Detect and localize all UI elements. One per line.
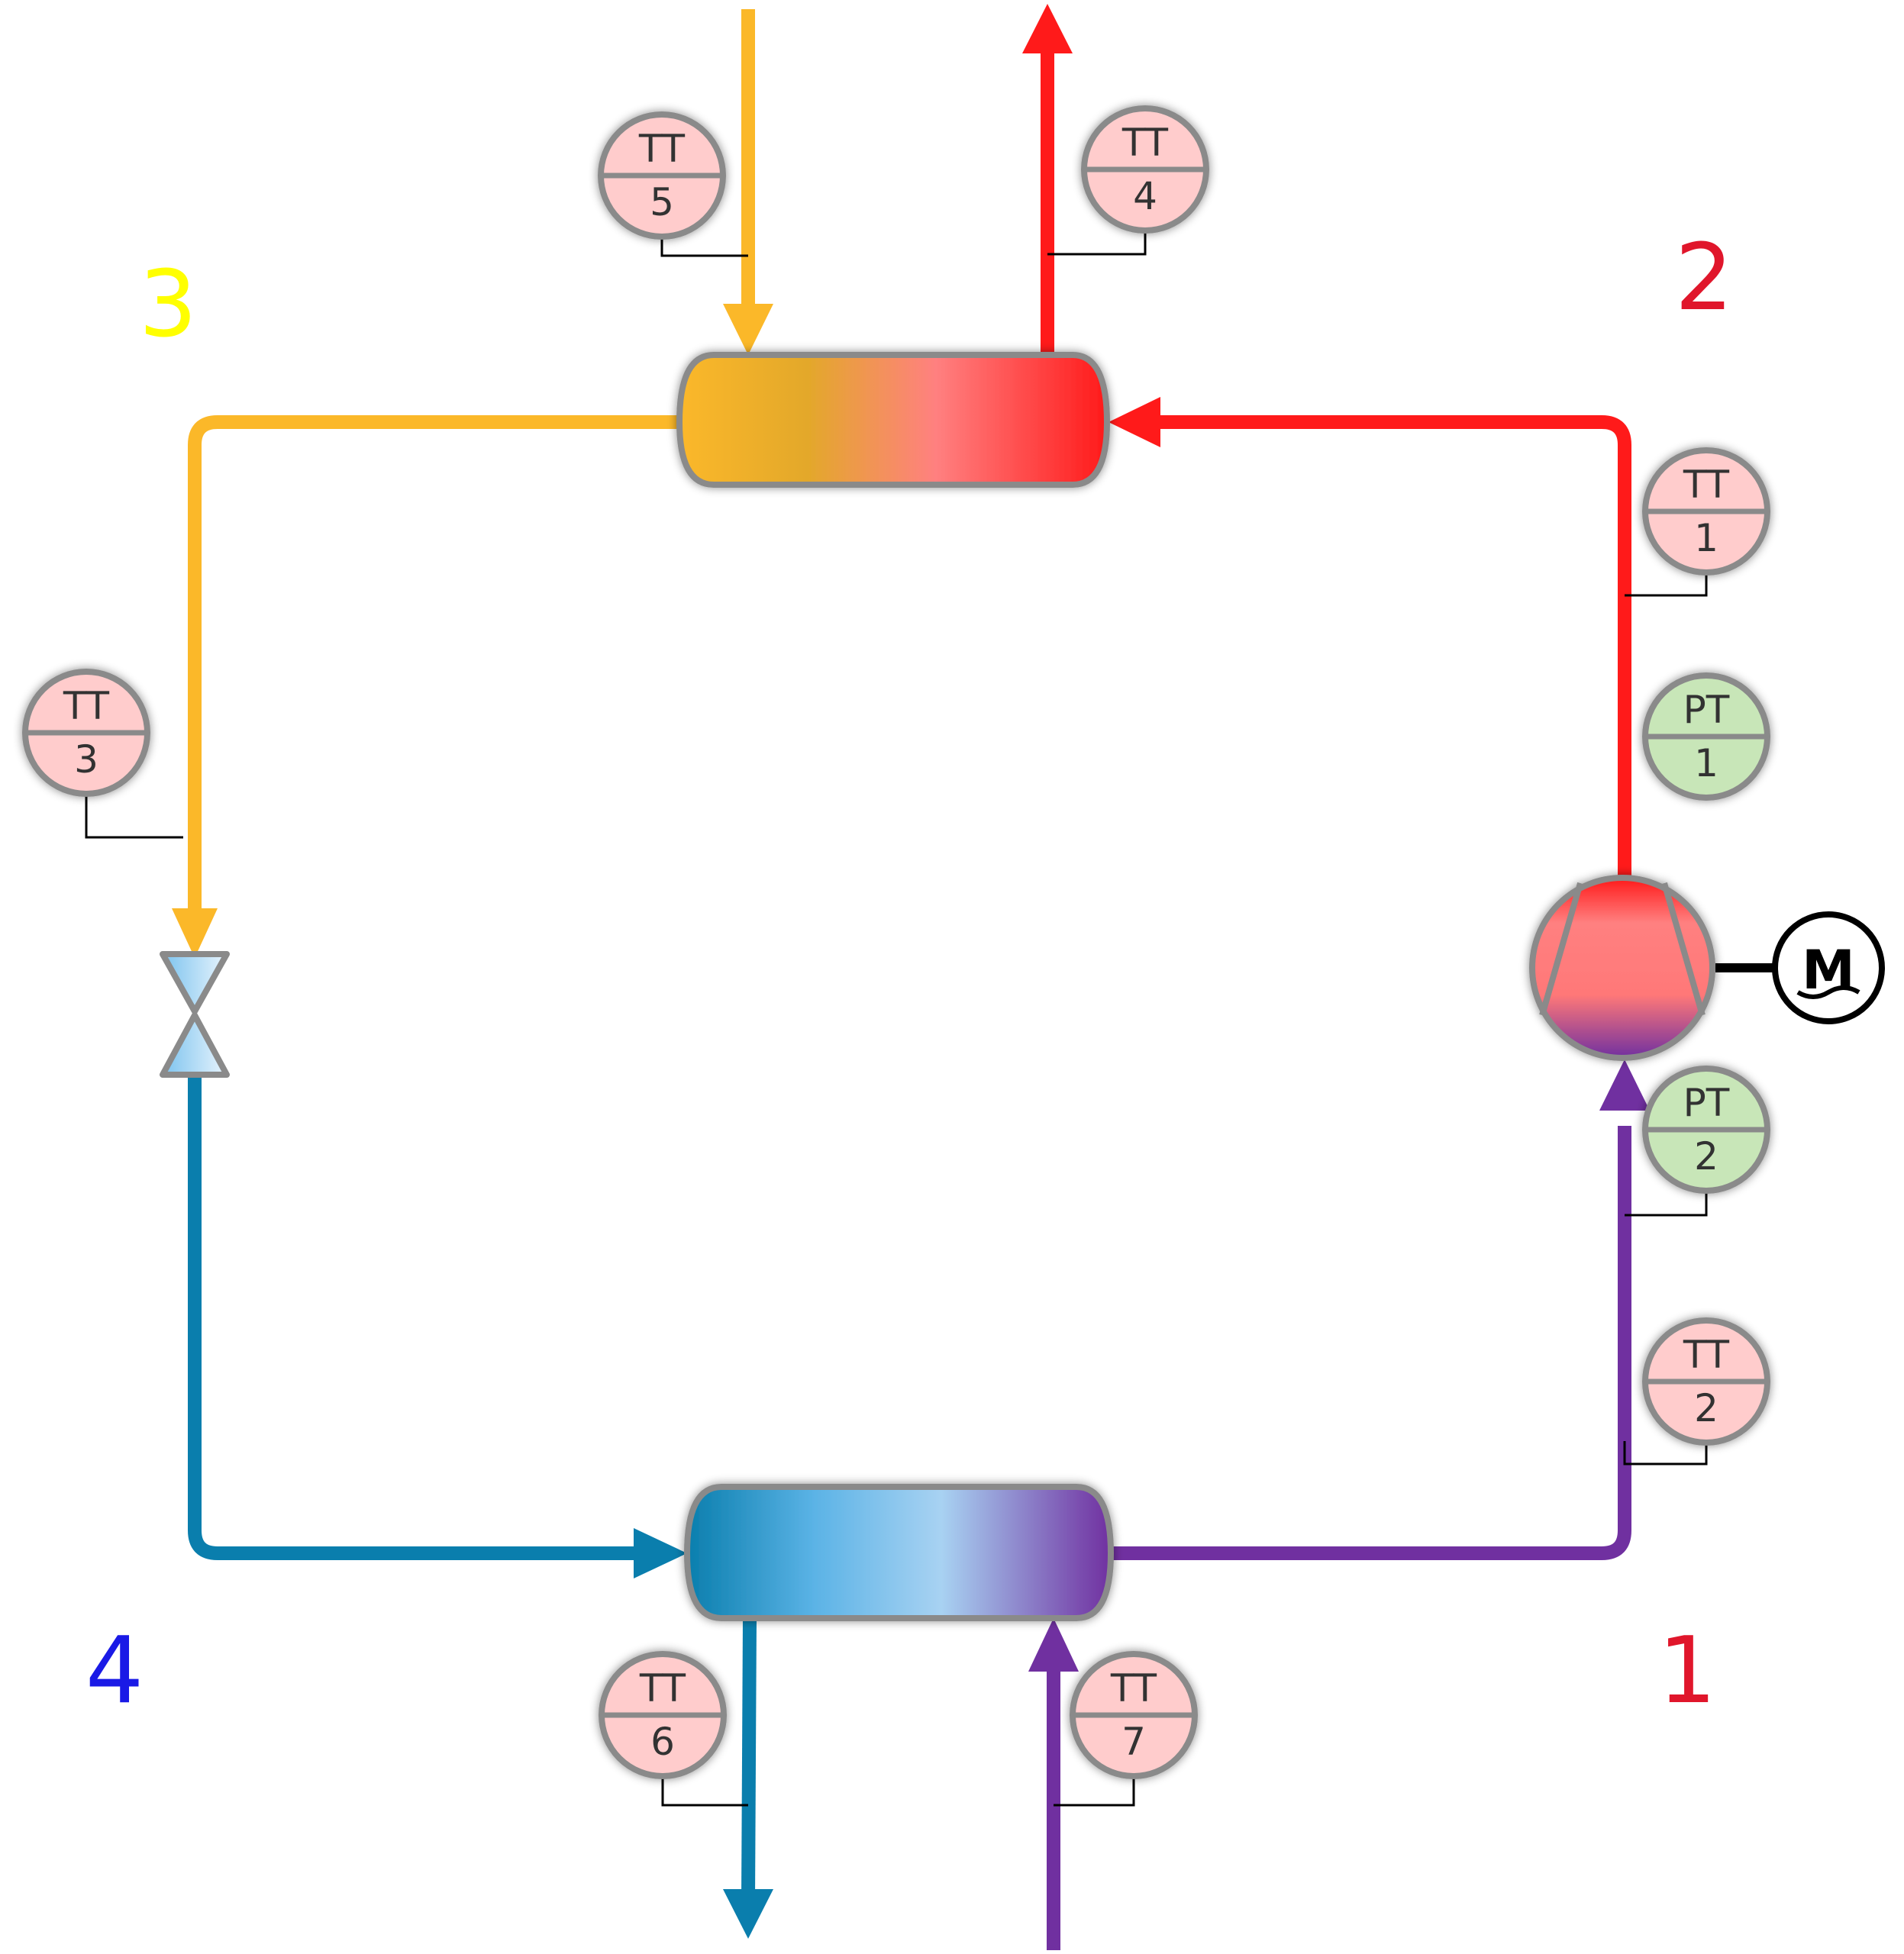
instrument-tt3: TT 3 (22, 669, 150, 797)
instrument-pt1: PT 1 (1642, 672, 1770, 801)
evaporator (683, 1484, 1115, 1621)
instrument-number: 1 (1694, 516, 1718, 560)
discharge-line (1160, 415, 1631, 878)
instrument-tag: TT (1110, 1666, 1157, 1711)
instrument-tag: TT (63, 684, 110, 728)
expansion-valve (160, 951, 230, 1078)
pipes (188, 9, 1631, 1950)
leader-tt3 (85, 794, 183, 839)
instrument-number: 5 (650, 180, 674, 224)
arrowheads (172, 4, 1650, 1939)
instrument-number: 7 (1121, 1720, 1146, 1764)
instrument-tag: TT (639, 1666, 686, 1711)
instrument-tag: TT (1683, 1333, 1730, 1377)
instrument-tag: PT (1683, 1081, 1730, 1125)
instrument-number: 4 (1133, 174, 1157, 218)
instrument-number: 2 (1694, 1134, 1718, 1179)
instrument-number: 1 (1694, 741, 1718, 785)
evaporator-fluid-out (741, 1617, 757, 1901)
leader-tt6 (661, 1777, 748, 1807)
instrument-leaders (85, 233, 1708, 1807)
arrow-evaporator-in (634, 1528, 687, 1578)
instrument-tag: TT (1121, 121, 1169, 165)
leader-tt2 (1623, 1441, 1708, 1466)
leader-tt4 (1047, 233, 1147, 256)
arrow-condenser-in (1109, 397, 1160, 447)
leader-tt7 (1054, 1777, 1135, 1807)
leader-tt5 (660, 237, 748, 257)
arrow-evap-fluid-out (723, 1889, 773, 1939)
instrument-tt7: TT 7 (1070, 1651, 1198, 1779)
motor: M (1772, 911, 1885, 1024)
leader-tt1 (1625, 574, 1708, 597)
instrument-tag: TT (638, 127, 686, 171)
arrow-water-in (723, 304, 773, 355)
instrument-tt6: TT 6 (599, 1651, 727, 1779)
instrument-number: 6 (650, 1720, 675, 1764)
instrument-pt2: PT 2 (1642, 1066, 1770, 1194)
arrow-water-out (1022, 4, 1073, 53)
liquid-line (188, 415, 678, 916)
suction-line (1113, 1126, 1631, 1560)
arrow-valve-in (172, 908, 218, 958)
condenser (676, 352, 1111, 488)
compressor (1529, 875, 1715, 1061)
state-label-2: 2 (1675, 225, 1733, 331)
arrow-evap-fluid-in (1028, 1618, 1079, 1672)
instrument-tt2: TT 2 (1642, 1317, 1770, 1446)
arrow-compressor-in (1599, 1059, 1650, 1111)
expansion-outlet-line (188, 1078, 641, 1560)
instrument-number: 2 (1694, 1386, 1718, 1430)
instrument-tt1: TT 1 (1642, 447, 1770, 576)
state-label-4: 4 (86, 1618, 144, 1724)
instrument-tt5: TT 5 (598, 111, 726, 240)
instrument-tt4: TT 4 (1081, 105, 1209, 234)
instrument-number: 3 (74, 737, 98, 782)
leader-pt2 (1625, 1193, 1708, 1217)
instrument-tag: TT (1683, 463, 1730, 507)
state-label-3: 3 (139, 252, 197, 358)
state-label-1: 1 (1658, 1618, 1716, 1724)
instrument-tag: PT (1683, 688, 1730, 732)
